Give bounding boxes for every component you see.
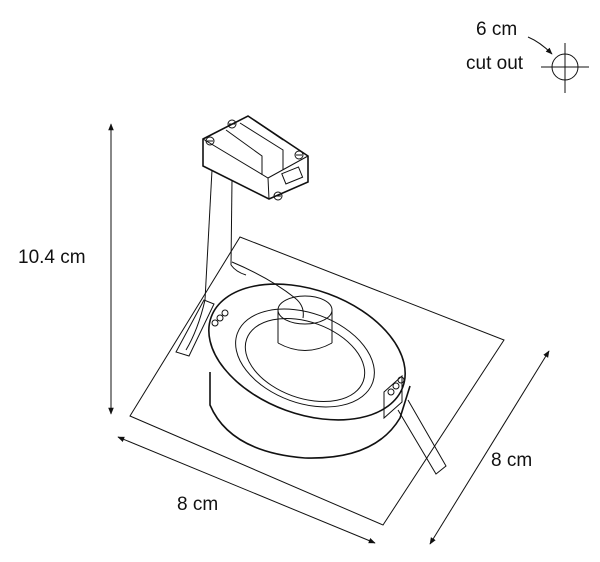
cutout-pointer-arrow	[527, 36, 553, 55]
cutout-size-label: 6 cm	[476, 19, 517, 40]
depth-label: 8 cm	[491, 450, 532, 471]
height-dimension: 10.4 cm	[18, 123, 114, 415]
mounting-bracket	[185, 169, 247, 351]
depth-dimension: 8 cm	[429, 350, 550, 545]
spotlight-fixture-drawing	[129, 115, 505, 526]
width-label: 8 cm	[177, 494, 218, 515]
housing-ring	[208, 283, 411, 459]
lamp-holder	[277, 295, 333, 351]
driver-box	[202, 115, 309, 201]
screw-icon	[205, 136, 215, 146]
width-dimension: 8 cm	[117, 436, 376, 544]
screw-icon	[227, 119, 237, 129]
spring-clip-right	[383, 374, 447, 475]
screw-icon	[273, 191, 283, 201]
height-label: 10.4 cm	[18, 247, 86, 268]
cutout-legend: 6 cm cut out	[466, 19, 589, 93]
crosshair-circle-icon	[541, 43, 589, 93]
spring-clip-left	[175, 299, 229, 357]
cable	[231, 261, 304, 319]
screw-icon	[294, 150, 304, 160]
mounting-plate	[129, 236, 505, 526]
depth-arrow	[429, 350, 550, 545]
cutout-text-label: cut out	[466, 53, 524, 74]
width-arrow	[117, 436, 376, 544]
